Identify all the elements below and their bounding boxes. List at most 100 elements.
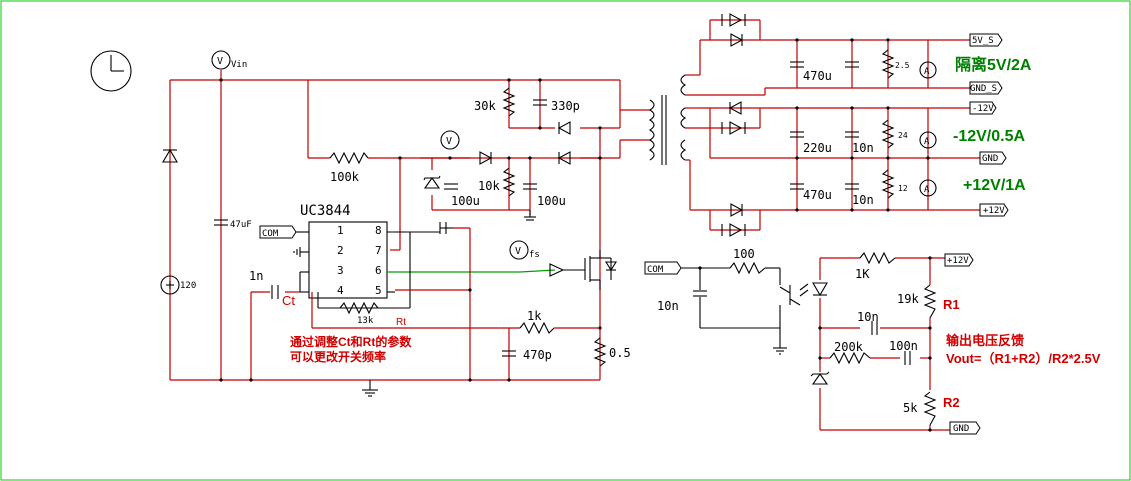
- uc3844-chip[interactable]: [308, 221, 388, 299]
- resistor-sense-label: 0.5: [609, 346, 631, 360]
- note-line-2: 可以更改开关频率: [290, 349, 386, 364]
- aux-voltmeter[interactable]: V: [440, 130, 460, 150]
- ammeter-p12-symbol: A: [924, 185, 930, 195]
- port-5v-s[interactable]: [969, 33, 1003, 47]
- port-gnd-2[interactable]: [949, 421, 981, 435]
- optocoupler: [779, 283, 809, 306]
- fb-tl431: [810, 371, 830, 385]
- transformer[interactable]: [648, 74, 687, 165]
- resistor-r1-label: R1: [943, 297, 960, 312]
- pin2-ground: [293, 247, 309, 257]
- resistor-30k: [502, 87, 516, 117]
- vfs-meter-label: fs: [529, 250, 540, 260]
- resistor-200k-label: 200k: [834, 340, 864, 354]
- secondary-wires: [685, 19, 980, 231]
- cap-220u-label: 220u: [803, 141, 832, 155]
- load-resistors: [881, 49, 895, 199]
- cap-330p: [533, 99, 547, 106]
- gate-driver: [549, 250, 617, 290]
- pin-1: 1: [337, 224, 344, 237]
- aux-caps: [444, 183, 537, 190]
- pin-7: 7: [375, 244, 382, 257]
- pin-2: 2: [337, 244, 344, 257]
- cap-10n-a-label: 10n: [852, 141, 874, 155]
- resistor-rt-label: Rt: [396, 317, 406, 328]
- aux-zener: [423, 175, 441, 189]
- resistor-rt: [339, 301, 379, 315]
- cap-ct-value: 1n: [249, 269, 263, 283]
- cap-10n-fb-label: 10n: [857, 310, 879, 324]
- port-p12v-a[interactable]: [979, 203, 1009, 217]
- vfs-meter[interactable]: V: [509, 240, 529, 260]
- cap-470p-label: 470p: [523, 348, 552, 362]
- resistor-sense: [593, 337, 607, 367]
- sec-diode-p12: [721, 203, 746, 237]
- aux-diode-2: [557, 151, 571, 165]
- port-com-right[interactable]: [644, 261, 682, 275]
- resistor-r1-value: 19k: [897, 292, 919, 306]
- input-wires: [169, 70, 620, 381]
- vfs-meter-symbol: V: [515, 246, 521, 257]
- resistor-1k-label: 1k: [527, 309, 542, 323]
- cap-47uf-label: 47uF: [230, 220, 252, 230]
- resistor-1k-fb: [859, 251, 896, 265]
- vin-meter[interactable]: V: [211, 50, 231, 70]
- port-gnd-label: GND: [982, 154, 998, 164]
- junction-dots: [219, 38, 932, 432]
- pin-8: 8: [375, 224, 382, 237]
- cap-470p: [502, 350, 516, 357]
- uc3844-label: UC3844: [300, 203, 351, 219]
- aux-voltmeter-symbol: V: [446, 136, 452, 147]
- sec-caps: [790, 61, 859, 190]
- cap-10n-c: [693, 290, 707, 297]
- cap-470u-a-label: 470u: [803, 69, 832, 83]
- aux-ground: [524, 210, 536, 221]
- cap-pin8: [439, 222, 453, 234]
- resistor-100-label: 100: [733, 247, 755, 261]
- pin-5: 5: [375, 284, 382, 297]
- port-com-left[interactable]: [259, 225, 297, 239]
- resistor-1k: [519, 321, 555, 335]
- resistor-r1: [923, 284, 937, 319]
- ammeter-m12-symbol: A: [924, 137, 930, 147]
- fb-ground: [773, 340, 787, 355]
- load-2-5-label: 2.5: [895, 61, 910, 70]
- vin-meter-symbol: V: [217, 56, 223, 67]
- port-5v-s-label: 5V_S: [972, 36, 994, 46]
- aux-diode-1: [479, 151, 493, 165]
- clock-icon: [90, 50, 132, 92]
- output-label-m12v: -12V/0.5A: [953, 128, 1025, 145]
- port-gnd-s-label: GND_S: [970, 84, 997, 94]
- load-12-label: 12: [898, 184, 908, 193]
- resistor-30k-label: 30k: [474, 99, 496, 113]
- port-p12v-b[interactable]: [944, 253, 974, 267]
- sec-diode-5v: [721, 13, 746, 47]
- fb-formula: Vout=（R1+R2）/R2*2.5V: [946, 351, 1101, 366]
- output-label-5v: 隔离5V/2A: [955, 55, 1032, 74]
- cap-100n-label: 100n: [889, 339, 918, 353]
- port-m12v-label: -12V: [972, 104, 994, 114]
- resistor-r2-value: 5k: [903, 401, 918, 415]
- cap-10n-b-label: 10n: [852, 193, 874, 207]
- ground-symbol-main: [362, 380, 378, 397]
- port-gnd[interactable]: [979, 151, 1007, 165]
- ammeter-5v[interactable]: A: [919, 61, 937, 79]
- ammeter-p12[interactable]: A: [919, 179, 937, 197]
- cap-ct-label: Ct: [282, 293, 295, 308]
- resistor-100: [729, 261, 766, 275]
- fb-title: 输出电压反馈: [946, 333, 1024, 348]
- resistor-200k: [829, 351, 871, 365]
- cap-47uf: [214, 219, 228, 226]
- cap-330p-label: 330p: [551, 99, 580, 113]
- note-line-1: 通过调整Ct和Rt的参数: [290, 334, 412, 349]
- port-gnd-s[interactable]: [969, 81, 1003, 95]
- port-m12v[interactable]: [969, 101, 997, 115]
- fb-wires-right: [819, 257, 950, 431]
- pin-3: 3: [337, 264, 344, 277]
- ammeter-5v-symbol: A: [924, 67, 930, 77]
- battery-120: [160, 275, 180, 295]
- port-gnd-2-label: GND: [953, 424, 969, 434]
- ammeter-m12[interactable]: A: [919, 131, 937, 149]
